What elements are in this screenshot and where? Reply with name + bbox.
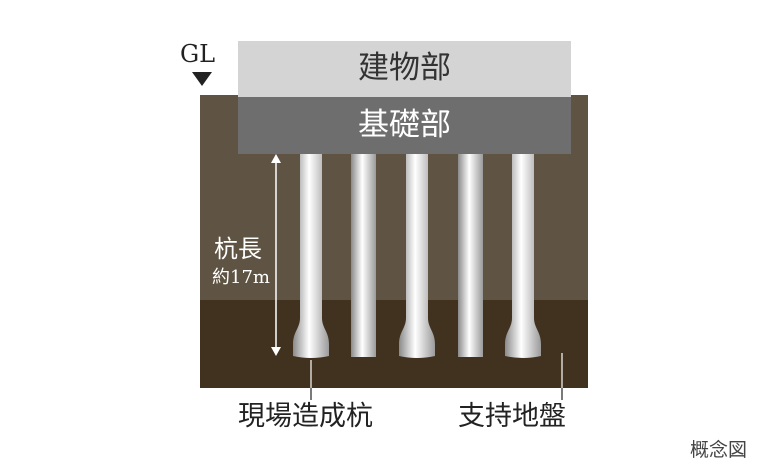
pile-length-value: 約17m <box>212 267 270 288</box>
arrow-head-bottom <box>271 347 281 356</box>
pile-type-label: 現場造成杭 <box>238 401 373 432</box>
bearing-stratum-label: 支持地盤 <box>458 401 566 432</box>
pile-length-label: 杭長 <box>214 235 262 263</box>
gl-label: GL <box>180 40 216 68</box>
arrow-head-top <box>271 154 281 163</box>
cast-in-place-pile <box>351 154 376 357</box>
building-label: 建物部 <box>358 50 451 86</box>
caption: 概念図 <box>690 439 748 461</box>
cast-in-place-pile-enlarged-base <box>399 154 435 358</box>
building-block <box>238 41 571 97</box>
cast-in-place-pile <box>458 154 483 357</box>
cast-in-place-pile-enlarged-base <box>293 154 329 358</box>
foundation-block <box>238 97 571 154</box>
foundation-label: 基礎部 <box>358 107 451 143</box>
gl-triangle-icon <box>192 72 212 86</box>
cast-in-place-pile-enlarged-base <box>505 154 541 358</box>
